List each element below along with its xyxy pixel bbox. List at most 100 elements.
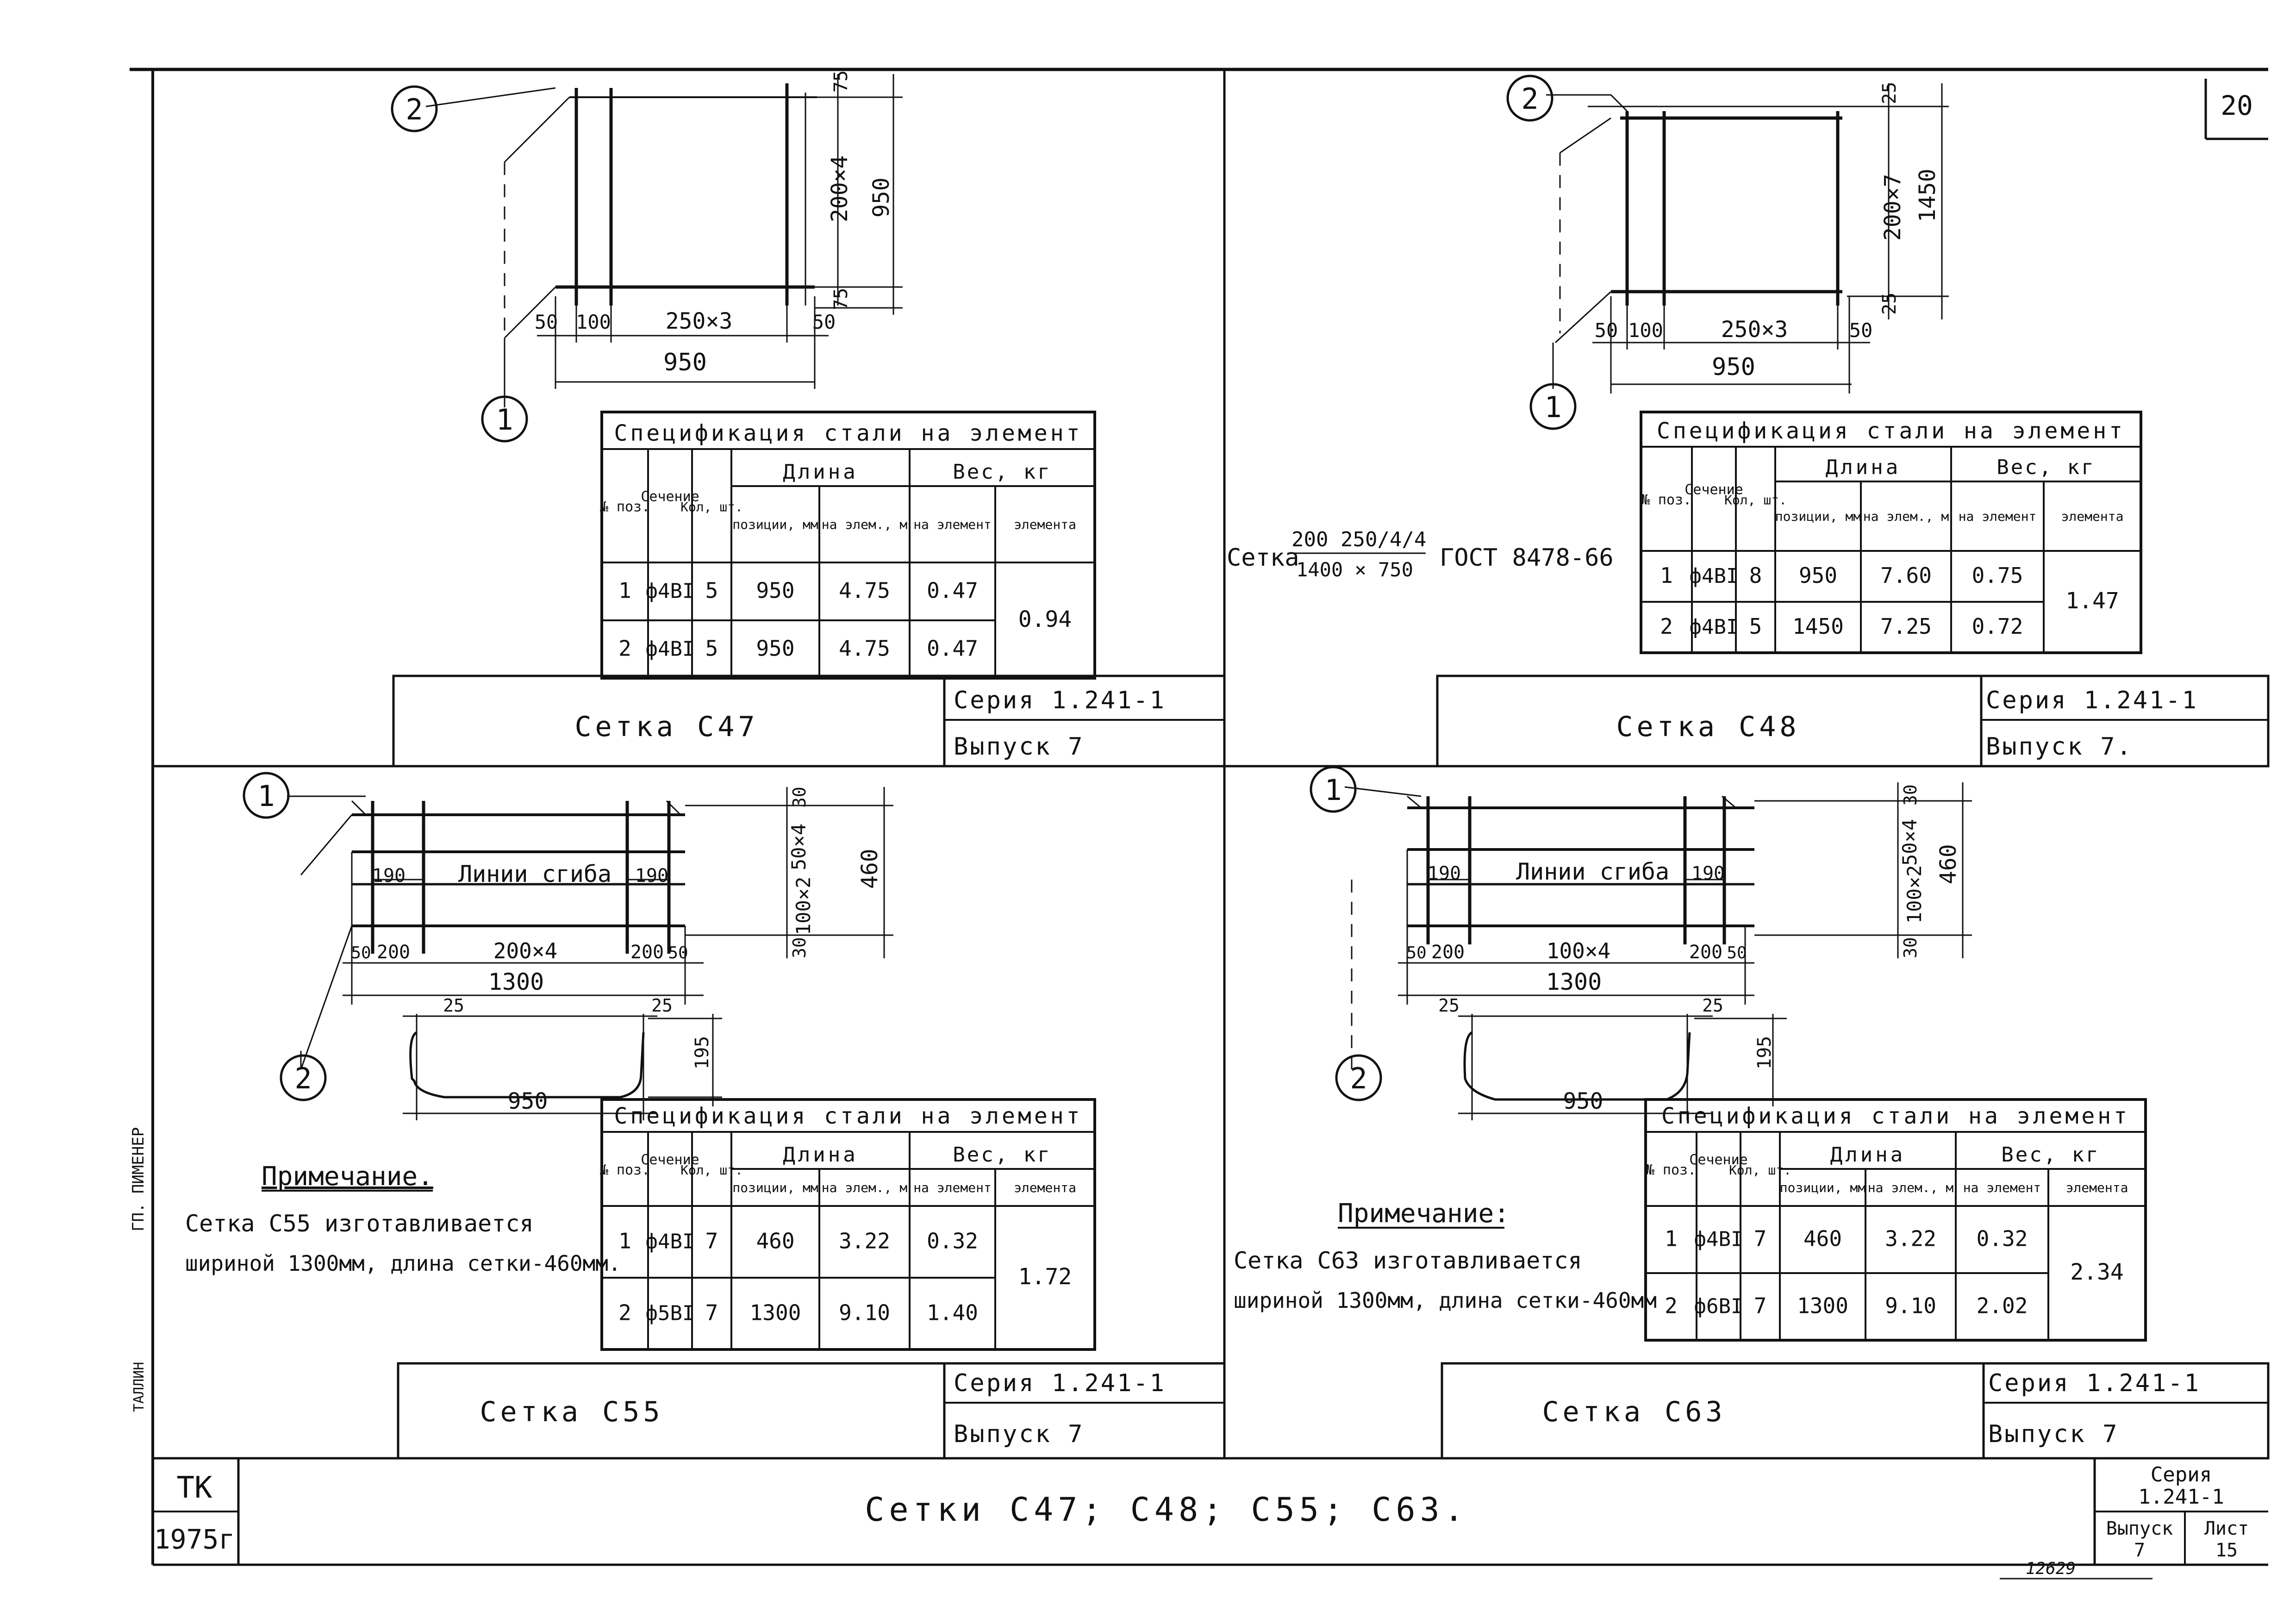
dim-label: 200 <box>1431 942 1465 963</box>
spec-header-length-pos: позиции, мм <box>1780 1180 1866 1195</box>
dim-label: 50×4 <box>1898 819 1921 866</box>
title-block-c55 <box>397 1362 1226 1460</box>
dim-label: 1300 <box>1546 968 1602 995</box>
spec-cell-qty: 7 <box>705 1229 718 1254</box>
spec-cell-section: ф6ВI <box>1694 1295 1743 1318</box>
stamp-title: Сетки С47; С48; С55; С63. <box>865 1491 1468 1529</box>
spec-cell-qty: 5 <box>705 636 718 661</box>
dim-label: 100 <box>576 311 611 333</box>
spec-header-weight-elem: на элемент <box>1959 509 2037 524</box>
stamp-year: 1975г <box>154 1524 235 1555</box>
callout-circle <box>391 85 438 132</box>
spec-header-weight-total: элемента <box>1014 1180 1076 1195</box>
spec-cell-length-pos: 1300 <box>750 1300 801 1325</box>
spec-header-weight: Вес, кг <box>1997 456 2095 479</box>
spec-cell-length-pos: 950 <box>1799 563 1837 588</box>
dim-label: 200 <box>1689 942 1722 963</box>
spec-header-weight-total: элемента <box>1014 517 1076 532</box>
dim-label: 200 <box>377 942 410 963</box>
dim-label: 50 <box>1727 943 1747 962</box>
note-title: Примечание: <box>1338 1199 1510 1229</box>
spec-cell-pos: 2 <box>1660 614 1673 639</box>
spec-cell-qty: 7 <box>1754 1293 1767 1318</box>
stamp-sheet-value: 15 <box>2215 1540 2238 1561</box>
spec-cell-weight-total: 2.34 <box>2070 1259 2124 1285</box>
mesh-formula-numerator: 200 250/4/4 <box>1292 528 1426 551</box>
spec-cell-weight: 1.40 <box>927 1300 978 1325</box>
dim-label: 195 <box>692 1036 713 1069</box>
callout-circle <box>481 395 528 443</box>
spec-header-weight: Вес, кг <box>2001 1143 2100 1167</box>
dim-label: 950 <box>508 1088 548 1114</box>
spec-cell-section: ф4ВI <box>646 637 695 661</box>
dim-label: 25 <box>651 995 673 1016</box>
dim-label: 950 <box>868 177 894 218</box>
spec-header-section: Сечение <box>641 489 699 505</box>
callout-circle <box>280 1054 327 1101</box>
dim-label: 200×7 <box>1880 174 1906 241</box>
spec-header-weight-total: элемента <box>2061 509 2124 524</box>
spec-cell-length-elem: 9.10 <box>1885 1293 1936 1318</box>
spec-cell-pos: 2 <box>618 1300 631 1325</box>
spec-cell-weight: 0.32 <box>1977 1226 2028 1251</box>
spec-cell-weight-total: 1.47 <box>2065 588 2119 614</box>
title-block-c63 <box>1441 1362 2270 1460</box>
note-line: Сетка С63 изготавливается <box>1234 1247 1582 1274</box>
spec-cell-pos: 2 <box>1665 1293 1678 1318</box>
side-note: ГП. ПИМЕНЕР <box>129 1127 148 1231</box>
dim-label: 190 <box>372 865 406 887</box>
dim-label: 200×4 <box>827 156 853 223</box>
spec-cell-weight: 0.32 <box>927 1229 978 1254</box>
title-block-name: Сетка С48 <box>1616 711 1800 743</box>
title-block-issue: Выпуск 7 <box>954 1420 1084 1448</box>
spec-header-pos: № поз. <box>1646 1162 1696 1178</box>
dim-label: 250×3 <box>666 308 733 334</box>
spec-cell-length-pos: 460 <box>756 1229 794 1254</box>
spec-cell-qty: 7 <box>705 1300 718 1325</box>
spec-cell-length-pos: 950 <box>756 578 794 603</box>
dim-label: 25 <box>1879 82 1900 104</box>
spec-cell-pos: 1 <box>1665 1226 1678 1251</box>
spec-cell-length-elem: 7.60 <box>1880 563 1932 588</box>
spec-cell-weight-total: 1.72 <box>1018 1264 1072 1290</box>
spec-header-length-pos: позиции, мм <box>1775 509 1861 524</box>
spec-header-length-elem: на элем., м <box>822 1180 908 1195</box>
dim-label: 75 <box>830 288 852 310</box>
spec-header-qty: Кол, шт. <box>1724 493 1787 508</box>
spec-cell-pos: 1 <box>1660 563 1673 588</box>
main-stamp <box>151 1458 2268 1580</box>
dim-label: 30 <box>1900 784 1921 806</box>
dim-label: 50 <box>1406 943 1426 962</box>
dim-label: 30 <box>1900 937 1921 958</box>
title-block-name: Сетка С55 <box>480 1396 663 1428</box>
spec-cell-qty: 5 <box>705 578 718 603</box>
dim-label: 190 <box>1691 863 1725 884</box>
spec-cell-length-pos: 1450 <box>1792 614 1844 639</box>
dim-label: 50 <box>668 943 688 962</box>
dim-label: 25 <box>443 995 464 1016</box>
spec-table-title: Спецификация стали на элемент <box>614 1103 1082 1129</box>
dim-label: 460 <box>1935 844 1961 884</box>
spec-header-weight-elem: на элемент <box>1963 1180 2041 1195</box>
bend-line-label: Линии сгиба <box>458 861 611 887</box>
spec-header-length: Длина <box>1830 1143 1905 1167</box>
dim-label: 50 <box>351 943 371 962</box>
spec-cell-qty: 8 <box>1749 563 1762 588</box>
note-line: Сетка С55 изготавливается <box>185 1210 534 1237</box>
spec-header-length-elem: на элем., м <box>1863 509 1949 524</box>
dim-label: 30 <box>789 937 810 958</box>
title-block-issue: Выпуск 7 <box>1988 1420 2119 1448</box>
spec-header-length: Длина <box>783 460 858 484</box>
side-note: ТАЛЛИН <box>131 1362 147 1412</box>
callout-label: 1 <box>257 779 275 813</box>
dim-label: 50 <box>1849 319 1873 342</box>
spec-cell-length-elem: 3.22 <box>839 1229 890 1254</box>
callout-label: 1 <box>496 403 513 437</box>
spec-header-length-pos: позиции, мм <box>732 1180 818 1195</box>
spec-cell-length-pos: 1300 <box>1797 1293 1848 1318</box>
spec-header-section: Сечение <box>641 1152 699 1168</box>
spec-header-length: Длина <box>783 1143 858 1167</box>
spec-header-qty: Кол, шт. <box>1729 1162 1791 1178</box>
